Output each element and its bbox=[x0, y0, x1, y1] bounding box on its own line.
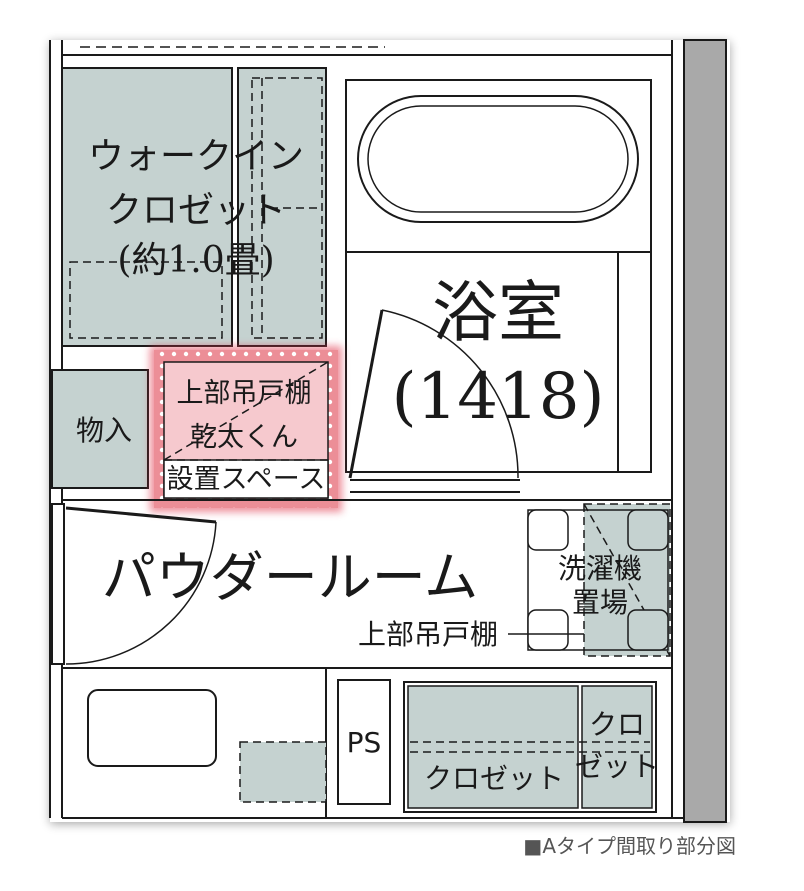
closet-main-label: クロゼット bbox=[424, 762, 564, 795]
walkin-closet-label-1: ウォークイン bbox=[88, 136, 304, 177]
exterior-wall bbox=[683, 39, 727, 823]
storage: 物入 bbox=[51, 369, 149, 489]
powder-room-label: パウダールーム bbox=[102, 546, 478, 609]
bathroom: 浴室 (1418) bbox=[345, 79, 652, 493]
dryer-label-1: 上部吊戸棚 bbox=[177, 378, 312, 409]
caption: ■Aタイプ間取り部分図 bbox=[523, 834, 736, 858]
ps-label: PS bbox=[347, 726, 382, 759]
powder-room: パウダールーム bbox=[51, 499, 672, 669]
dryer-label-2: 乾太くん bbox=[190, 422, 298, 453]
dryer-space: 上部吊戸棚 乾太くん 設置スペース bbox=[150, 346, 342, 512]
washer-label-1: 洗濯機 bbox=[558, 552, 642, 585]
washer-space: 洗濯機 置場 上部吊戸棚 bbox=[358, 503, 671, 657]
washer-label-2: 置場 bbox=[572, 586, 628, 619]
closet-side-label-1: クロ bbox=[589, 708, 645, 741]
bathtub bbox=[357, 95, 639, 223]
dryer-label-3: 設置スペース bbox=[167, 464, 326, 495]
washbasin bbox=[87, 689, 217, 767]
closet-side-label-2: ゼット bbox=[575, 750, 659, 783]
walkin-closet: ウォークイン クロゼット (約1.0畳) bbox=[61, 67, 327, 347]
upper-cabinet-label: 上部吊戸棚 bbox=[358, 618, 498, 651]
bottom-area: PS クロゼット クロ ゼット bbox=[87, 668, 659, 818]
storage-label: 物入 bbox=[76, 414, 132, 447]
bathroom-label: 浴室 bbox=[432, 274, 564, 351]
walkin-closet-label-2: クロゼット bbox=[106, 190, 286, 231]
walkin-closet-label-3: (約1.0畳) bbox=[117, 240, 274, 281]
bathroom-size: (1418) bbox=[392, 360, 605, 434]
